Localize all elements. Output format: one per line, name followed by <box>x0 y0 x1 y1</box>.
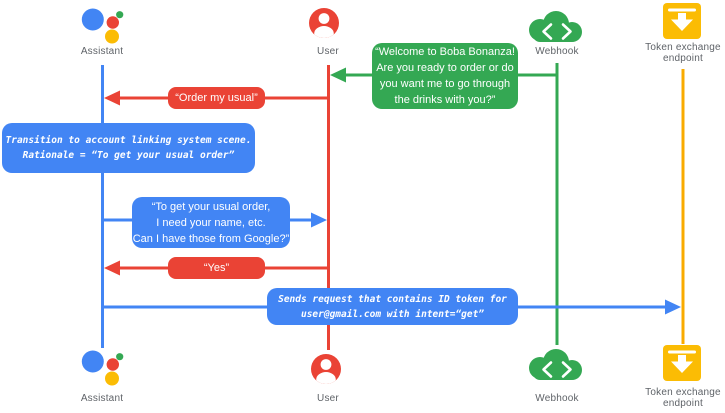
note-box-transition: Transition to account linking system sce… <box>2 123 255 173</box>
user-account-icon <box>306 5 342 41</box>
message-bubble-yes: “Yes” <box>168 257 265 279</box>
token-inbox-download-icon <box>662 343 702 383</box>
user-account-icon <box>308 351 344 387</box>
google-assistant-icon <box>78 346 128 390</box>
actor-label-assistant-bottom: Assistant <box>80 393 124 404</box>
message-bubble-ask-google: “To get your usual order, I need your na… <box>132 197 290 248</box>
actor-label-token-endpoint-bottom: Token exchange endpoint <box>645 387 721 409</box>
message-bubble-order-my-usual: “Order my usual” <box>168 87 265 109</box>
actor-label-webhook-top: Webhook <box>535 46 579 57</box>
actor-label-user-bottom: User <box>317 393 339 404</box>
token-inbox-download-icon <box>662 1 702 41</box>
actor-label-user-top: User <box>317 46 339 57</box>
message-bubble-welcome: “Welcome to Boba Bonanza! Are you ready … <box>372 43 518 109</box>
webhook-cloud-code-icon <box>527 347 587 383</box>
note-box-sends-request: Sends request that contains ID token for… <box>267 288 518 325</box>
actor-label-token-endpoint-top: Token exchange endpoint <box>645 42 721 64</box>
google-assistant-icon <box>78 4 128 48</box>
actor-label-webhook-bottom: Webhook <box>535 393 579 404</box>
webhook-cloud-code-icon <box>527 9 587 45</box>
actor-label-assistant-top: Assistant <box>80 46 124 57</box>
